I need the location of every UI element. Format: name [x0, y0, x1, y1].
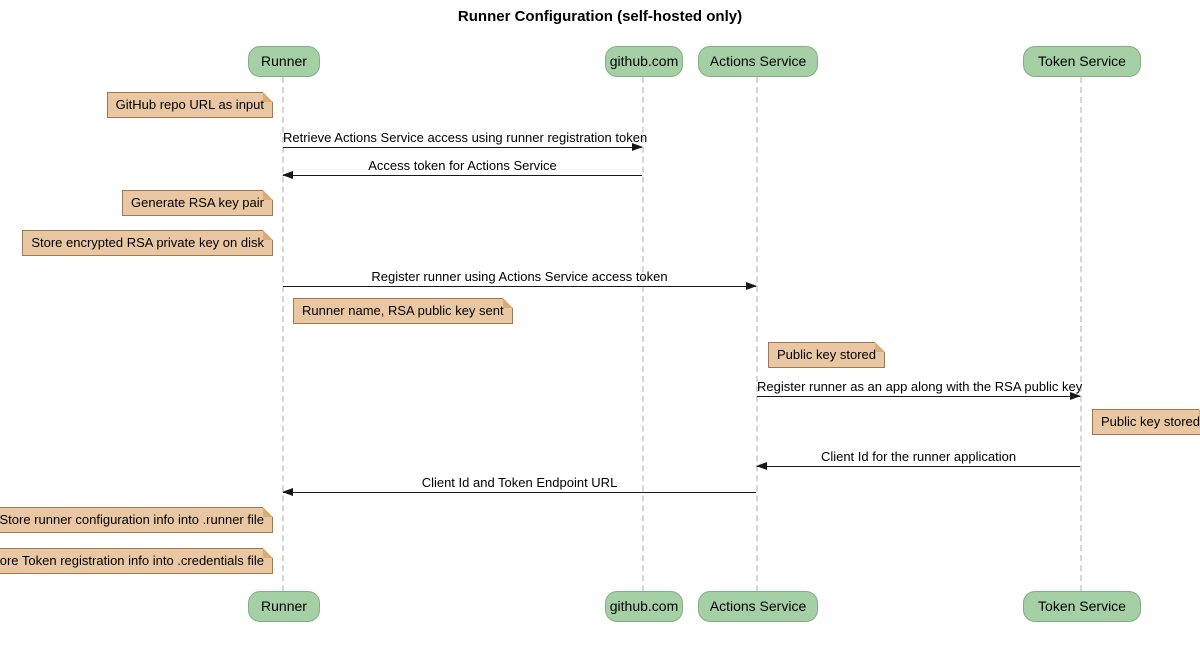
note-store-private-key: Store encrypted RSA private key on disk [22, 230, 273, 256]
note-store-runner-file: Store runner configuration info into .ru… [0, 507, 273, 533]
message-retrieve-access: Retrieve Actions Service access using ru… [283, 130, 648, 151]
participant-github-top: github.com [605, 46, 683, 77]
participant-actions-service-top: Actions Service [698, 46, 818, 77]
message-arrow [282, 488, 756, 496]
participant-token-service-top: Token Service [1023, 46, 1141, 77]
message-label: Client Id and Token Endpoint URL [421, 475, 618, 490]
message-label: Register runner using Actions Service ac… [371, 269, 668, 284]
note-store-credentials-file: Store Token registration info into .cred… [0, 548, 273, 574]
participant-token-service-bottom: Token Service [1023, 591, 1141, 622]
note-public-key-stored-token: Public key stored [1092, 409, 1200, 435]
message-label: Register runner as an app along with the… [757, 379, 1083, 394]
message-access-token: Access token for Actions Service [282, 158, 642, 179]
note-github-repo-url: GitHub repo URL as input [106, 92, 274, 118]
message-arrow [283, 282, 757, 290]
participant-github-bottom: github.com [605, 591, 683, 622]
lifeline-token-service [1080, 77, 1082, 591]
participant-actions-service-bottom: Actions Service [698, 591, 818, 622]
message-arrow [757, 392, 1081, 400]
participant-runner-top: Runner [248, 46, 320, 77]
message-arrow [756, 462, 1080, 470]
note-runner-name-public-key: Runner name, RSA public key sent [293, 298, 513, 324]
lifeline-github [642, 77, 644, 591]
message-label: Client Id for the runner application [820, 449, 1017, 464]
message-arrow [282, 171, 642, 179]
message-label: Retrieve Actions Service access using ru… [283, 130, 648, 145]
diagram-title: Runner Configuration (self-hosted only) [457, 8, 743, 25]
note-public-key-stored-actions: Public key stored [768, 342, 885, 368]
message-client-id: Client Id for the runner application [756, 449, 1080, 470]
lifeline-actions-service [756, 77, 758, 591]
message-arrow [283, 143, 643, 151]
note-generate-rsa-key-pair: Generate RSA key pair [122, 190, 273, 216]
message-client-id-endpoint: Client Id and Token Endpoint URL [282, 475, 756, 496]
participant-runner-bottom: Runner [248, 591, 320, 622]
message-register-runner: Register runner using Actions Service ac… [283, 269, 757, 290]
lifeline-runner [282, 77, 284, 591]
message-label: Access token for Actions Service [368, 158, 557, 173]
message-register-app: Register runner as an app along with the… [757, 379, 1083, 400]
